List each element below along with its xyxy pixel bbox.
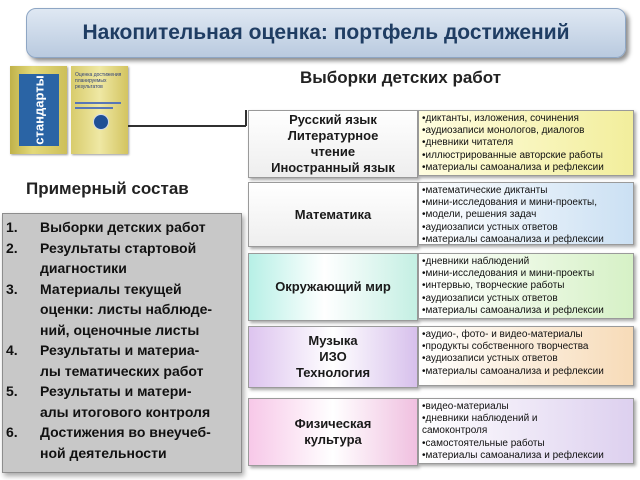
detail-item: •иллюстрированные авторские работы (422, 149, 603, 161)
detail-item: •мини-исследования и мини-проекты (422, 268, 595, 280)
detail-item: •продукты собственного творчества (422, 341, 589, 353)
list-text: Материалы текущей (40, 280, 182, 297)
detail-item: •дневники наблюдений (422, 256, 530, 267)
composition-list-item: 3. Материалы текущей оценки: листы наблюде… (6, 279, 212, 341)
book-cover-second: Оценка достижения планируемых результато… (71, 66, 128, 154)
composition-list-item: 4. Результаты и материа-лы тематических р… (6, 340, 203, 381)
list-number: 2. (6, 239, 18, 256)
detail-item: •аудиозаписи монологов, диалогов (422, 125, 585, 137)
list-text: Результаты стартовой (40, 239, 197, 256)
detail-item: •материалы самоанализа и рефлексии (422, 449, 604, 461)
list-text-continued: лы тематических работ (40, 362, 204, 379)
subject-label: Математика (294, 206, 372, 222)
composition-list-item: 5. Результаты и матери-алы итогового конт… (6, 381, 210, 422)
detail-item: •аудио-, фото- и видео-материалы (422, 329, 583, 340)
composition-list-item: 1. Выборки детских работ (6, 217, 206, 238)
list-text-continued: ной деятельности (40, 444, 167, 461)
book-emblem-icon (93, 114, 109, 130)
detail-item: •диктанты, изложения, сочинения (422, 113, 579, 124)
detail-item: •дневники наблюдений и (422, 413, 538, 425)
subject-details-box: •дневники наблюдений•мини-исследования и… (418, 253, 634, 319)
subject-details-box: •аудио-, фото- и видео-материалы•продукт… (418, 326, 634, 386)
detail-item: •математические диктанты (422, 185, 548, 196)
connector-line-vertical (245, 110, 247, 126)
book-cover-title: Оценка достижения планируемых результато… (75, 72, 122, 90)
composition-list-panel: 1. Выборки детских работ 2. Результаты стар… (2, 213, 242, 473)
list-text-continued: ний, оценочные листы (40, 321, 200, 338)
detail-item: •материалы самоанализа и рефлексии (422, 161, 604, 173)
detail-item: •мини-исследования и мини-проекты, (422, 197, 598, 209)
detail-item: •материалы самоанализа и рефлексии (422, 233, 604, 245)
subject-label: Окружающий мир (275, 279, 391, 294)
detail-item: •модели, решения задач (422, 209, 537, 221)
detail-item: •аудиозаписи устных ответов (422, 353, 558, 365)
composition-list-item: 6. Достижения во внеучеб-ной деятельности (6, 422, 211, 463)
detail-item: •аудиозаписи устных ответов (422, 221, 558, 233)
list-text-continued: оценки: листы наблюде- (40, 301, 213, 317)
detail-item: •интервью, творческие работы (422, 280, 565, 292)
list-number: 6. (6, 424, 18, 440)
detail-item: •аудиозаписи устных ответов (422, 292, 558, 304)
composition-list-item: 2. Результаты стартовой диагностики (6, 238, 196, 279)
detail-item: •материалы самоанализа и рефлексии (422, 304, 604, 316)
list-text-continued: алы итогового контроля (40, 403, 211, 420)
page-title: Накопительная оценка: портфель достижени… (82, 21, 570, 44)
list-number: 4. (6, 342, 18, 358)
detail-item: •видео-материалы (422, 401, 509, 412)
detail-item: •самостоятельные работы (422, 437, 545, 449)
detail-item: самоконтроля (422, 425, 488, 437)
works-heading: Выборки детских работ (300, 68, 502, 87)
book-spine: стандарты (19, 74, 59, 146)
list-text-continued: диагностики (40, 260, 127, 276)
book-decor-line (75, 102, 121, 104)
subject-details-box: •видео-материалы•дневники наблюдений и с… (418, 398, 634, 464)
subject-details-box: •математические диктанты•мини-исследован… (418, 182, 634, 245)
list-text: Результаты и матери- (40, 383, 192, 399)
list-number: 5. (6, 383, 18, 399)
connector-line (128, 125, 246, 127)
book-spine-text: стандарты (31, 75, 47, 145)
subject-box: Математика (248, 182, 418, 247)
list-text: Выборки детских работ (40, 219, 206, 235)
list-number: 1. (6, 219, 18, 235)
detail-item: •дневники читателя (422, 137, 514, 149)
subject-box: Окружающий мир (248, 253, 418, 321)
list-text: Достижения во внеучеб- (40, 424, 211, 440)
list-number: 3. (6, 280, 18, 297)
composition-heading: Примерный состав (26, 179, 189, 198)
title-banner: Накопительная оценка: портфель достижени… (26, 8, 626, 58)
detail-item: •материалы самоанализа и рефлексии (422, 365, 604, 377)
book-decor-line (75, 107, 113, 109)
list-text: Результаты и материа- (40, 342, 200, 358)
subject-details-box: •диктанты, изложения, сочинения•аудиозап… (418, 110, 634, 176)
book-image: стандарты Оценка достижения планируемых … (10, 66, 128, 154)
book-cover-front: стандарты (10, 66, 67, 154)
